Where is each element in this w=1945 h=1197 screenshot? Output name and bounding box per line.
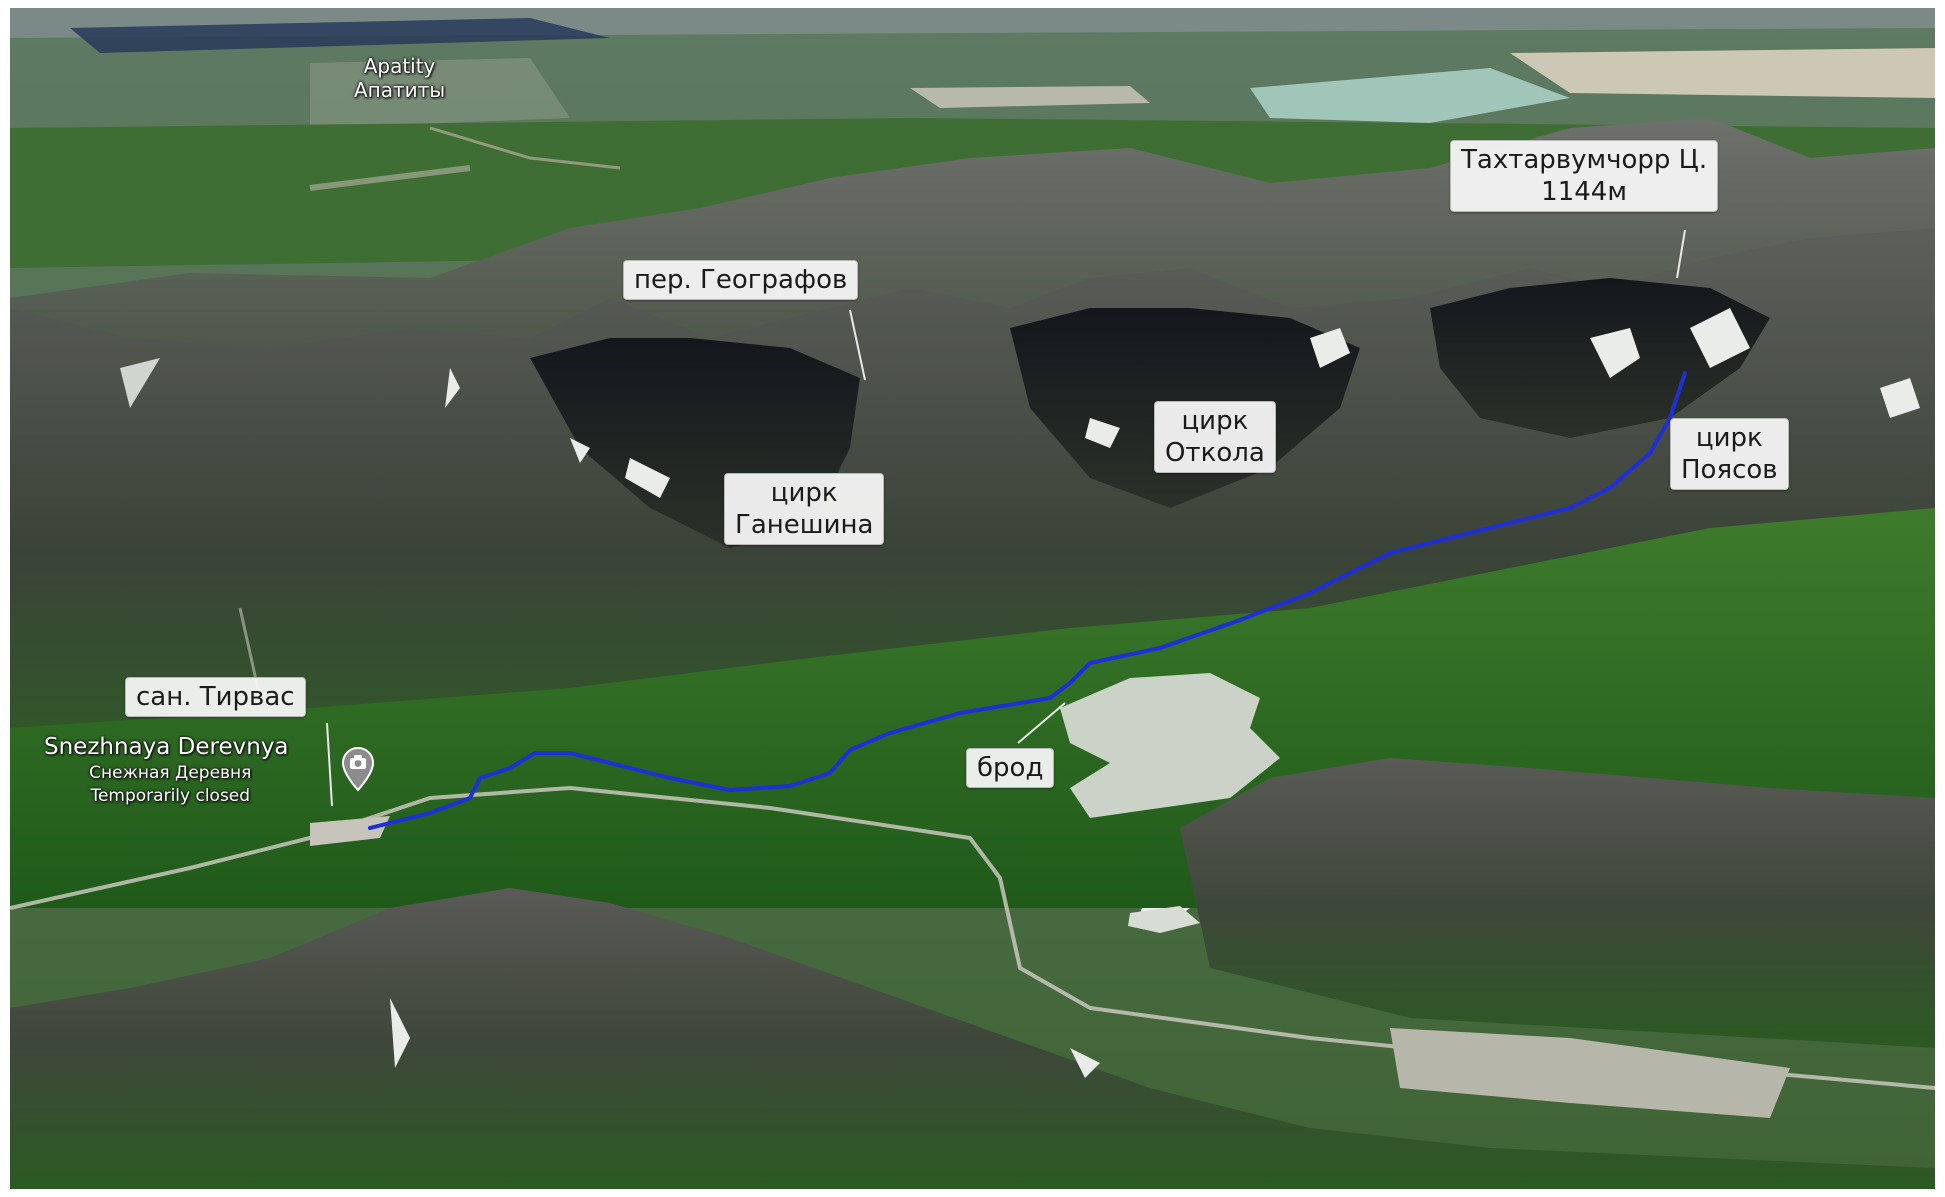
callout-peak-elevation: 1144м — [1541, 177, 1627, 207]
callout-peak-name: Тахтарвумчорр Ц. — [1461, 145, 1708, 175]
callout-sanatorium-tirvas[interactable]: сан. Тирвас — [125, 677, 306, 717]
callout-ford-text: брод — [977, 753, 1044, 783]
leader-pass — [849, 309, 866, 381]
callout-cirque-poyasov-type: цирк — [1695, 423, 1763, 453]
callout-pass-geografov[interactable]: пер. Географов — [623, 260, 859, 300]
callout-cirque-ganeshina[interactable]: цирк Ганешина — [724, 473, 885, 545]
callout-cirque-poyasov[interactable]: цирк Поясов — [1670, 418, 1789, 490]
callout-cirque-otkola[interactable]: цирк Откола — [1154, 401, 1276, 473]
callout-ford[interactable]: брод — [966, 748, 1055, 788]
poi-status: Temporarily closed — [90, 786, 251, 806]
poi-name-latin: Snezhnaya Derevnya — [44, 734, 289, 760]
callout-cirque-otkola-type: цирк — [1181, 406, 1249, 436]
leader-sanatorium — [326, 722, 333, 807]
city-label-cyrillic: Апатиты — [354, 78, 446, 102]
callout-sanatorium-text: сан. Тирвас — [136, 682, 295, 712]
poi-snezhnaya-derevnya[interactable]: Snezhnaya Derevnya Снежная Деревня Tempo… — [44, 732, 289, 808]
camera-pin-icon[interactable] — [340, 746, 376, 792]
callout-cirque-poyasov-name: Поясов — [1681, 455, 1778, 485]
city-label-apatity: Apatity Апатиты — [354, 54, 445, 102]
callout-pass-text: пер. Географов — [634, 265, 848, 295]
leader-ford — [1017, 702, 1066, 744]
callout-peak-takhtarvumchorr[interactable]: Тахтарвумчорр Ц. 1144м — [1450, 140, 1719, 212]
callout-cirque-ganeshina-name: Ганешина — [735, 510, 874, 540]
poi-name-cyrillic: Снежная Деревня — [89, 763, 252, 783]
leader-peak — [1676, 229, 1686, 279]
city-label-latin: Apatity — [363, 54, 436, 78]
route-line — [368, 371, 1687, 830]
callout-cirque-otkola-name: Откола — [1165, 438, 1265, 468]
map-view[interactable]: Apatity Апатиты пер. Географов Тахтарвум… — [10, 8, 1935, 1189]
callout-cirque-ganeshina-type: цирк — [770, 478, 838, 508]
